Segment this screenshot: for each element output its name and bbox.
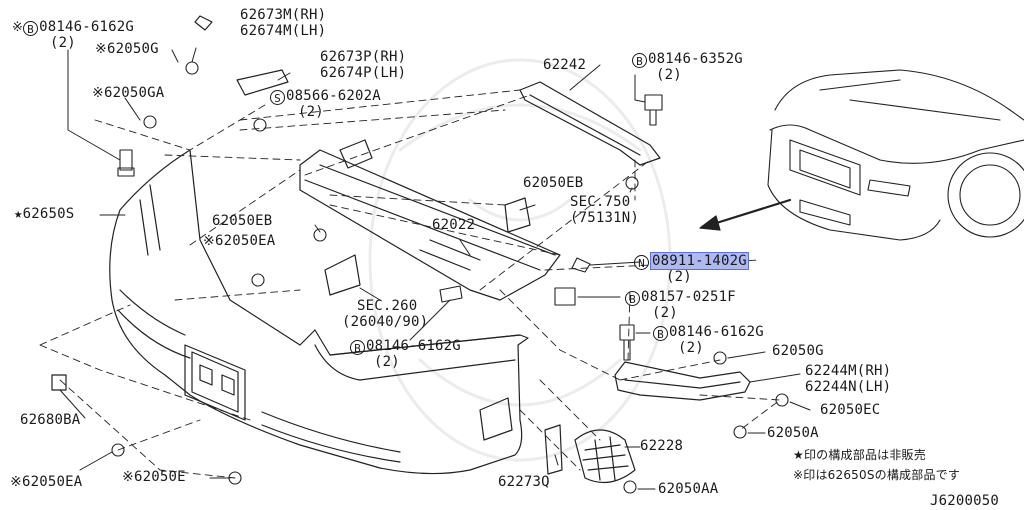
quantity-label: (2) [666,269,692,285]
kome-mark: ※ [92,85,104,101]
quantity-label: (2) [652,305,678,321]
part-label-62673m[interactable]: 62673M(RH) [240,7,327,23]
bolt-marker-b-icon: B [23,21,39,36]
part-number: 62050G [106,41,159,57]
part-label-62050aa[interactable]: 62050AA [658,481,719,497]
part-number: 62050EA [214,233,276,249]
bumper-fascia [109,149,529,475]
part-label-sec750[interactable]: SEC.750 [570,194,631,210]
part-number: 08146-6162G [39,19,135,35]
vehicle-location-thumbnail [767,69,1024,241]
side-bracket [614,361,751,401]
part-label-sec750-sub: (75131N) [570,210,640,226]
part-label-62273q[interactable]: 62273Q [498,474,550,490]
star-mark: ★ [14,206,23,222]
part-number: 08146-6162G [366,338,461,354]
quantity-label: (2) [50,35,76,51]
part-number: 08157-0251F [641,289,736,305]
nut-marker-n-icon: N [634,255,649,270]
part-number: 62050E [133,469,186,485]
quantity-label: (2) [298,104,324,120]
part-label-62050eb-left[interactable]: 62050EB [212,213,273,229]
part-label-62050ea-top[interactable]: ※62050EA [203,234,275,249]
part-label-62650s[interactable]: ★62650S [14,207,74,222]
part-label-sec260-sub: (26040/90) [342,314,429,330]
legend-star-note: ★印の構成部品は非販売 [793,448,926,462]
part-number: 08566-6202A [286,88,381,104]
kome-mark: ※ [95,41,107,57]
part-label-62674p[interactable]: 62674P(LH) [320,65,407,81]
quantity-label: (2) [374,354,400,370]
part-label-62050ea-bottom[interactable]: ※62050EA [10,475,82,490]
part-label-62050e[interactable]: ※62050E [122,470,186,485]
part-number: 62650S [22,206,75,222]
part-label-62050eb-right[interactable]: 62050EB [523,175,584,191]
part-label-62050ec[interactable]: 62050EC [820,402,881,418]
part-number: 08146-6162G [669,324,764,340]
quantity-label: (2) [678,340,704,356]
part-label-62050g-top[interactable]: ※62050G [95,42,159,57]
bolt-marker-b-icon: B [625,291,640,306]
part-label-62050ga[interactable]: ※62050GA [92,86,164,101]
part-label-62022[interactable]: 62022 [432,217,476,233]
part-label-62680ba[interactable]: 62680BA [20,412,81,428]
part-label-62242[interactable]: 62242 [543,57,587,73]
bolt-marker-b-icon: B [350,340,365,355]
part-label-62050g-right[interactable]: 62050G [772,343,824,359]
bumper-reinforcement [299,139,561,301]
quantity-label: (2) [656,67,682,83]
screw-marker-s-icon: S [270,90,285,105]
part-number: 08146-6352G [648,51,743,67]
legend-kome-note: ※印は62650Sの構成部品です [793,468,961,482]
part-label-62050a[interactable]: 62050A [767,425,819,441]
kome-mark: ※ [203,233,215,249]
part-number: 62050EA [21,474,83,490]
bolt-marker-b-icon: B [653,326,668,341]
part-number: 62050GA [103,85,165,101]
part-label-62674m[interactable]: 62674M(LH) [240,23,327,39]
kome-mark: ※ [10,474,22,490]
part-label-62228[interactable]: 62228 [640,438,684,454]
kome-mark: ※ [12,20,24,35]
upper-stay [519,81,661,166]
bolt-marker-b-icon: B [632,53,647,68]
kome-mark: ※ [122,469,134,485]
diagram-reference-id: J6200050 [930,493,1000,509]
part-label-62244n[interactable]: 62244N(LH) [805,379,892,395]
highlighted-part-number[interactable]: 08911-1402G [650,252,749,270]
part-label-sec260[interactable]: SEC.260 [357,298,418,314]
grille-insert [574,429,636,484]
part-label-62244m[interactable]: 62244M(RH) [805,363,892,379]
part-label-62673p[interactable]: 62673P(RH) [320,49,407,65]
